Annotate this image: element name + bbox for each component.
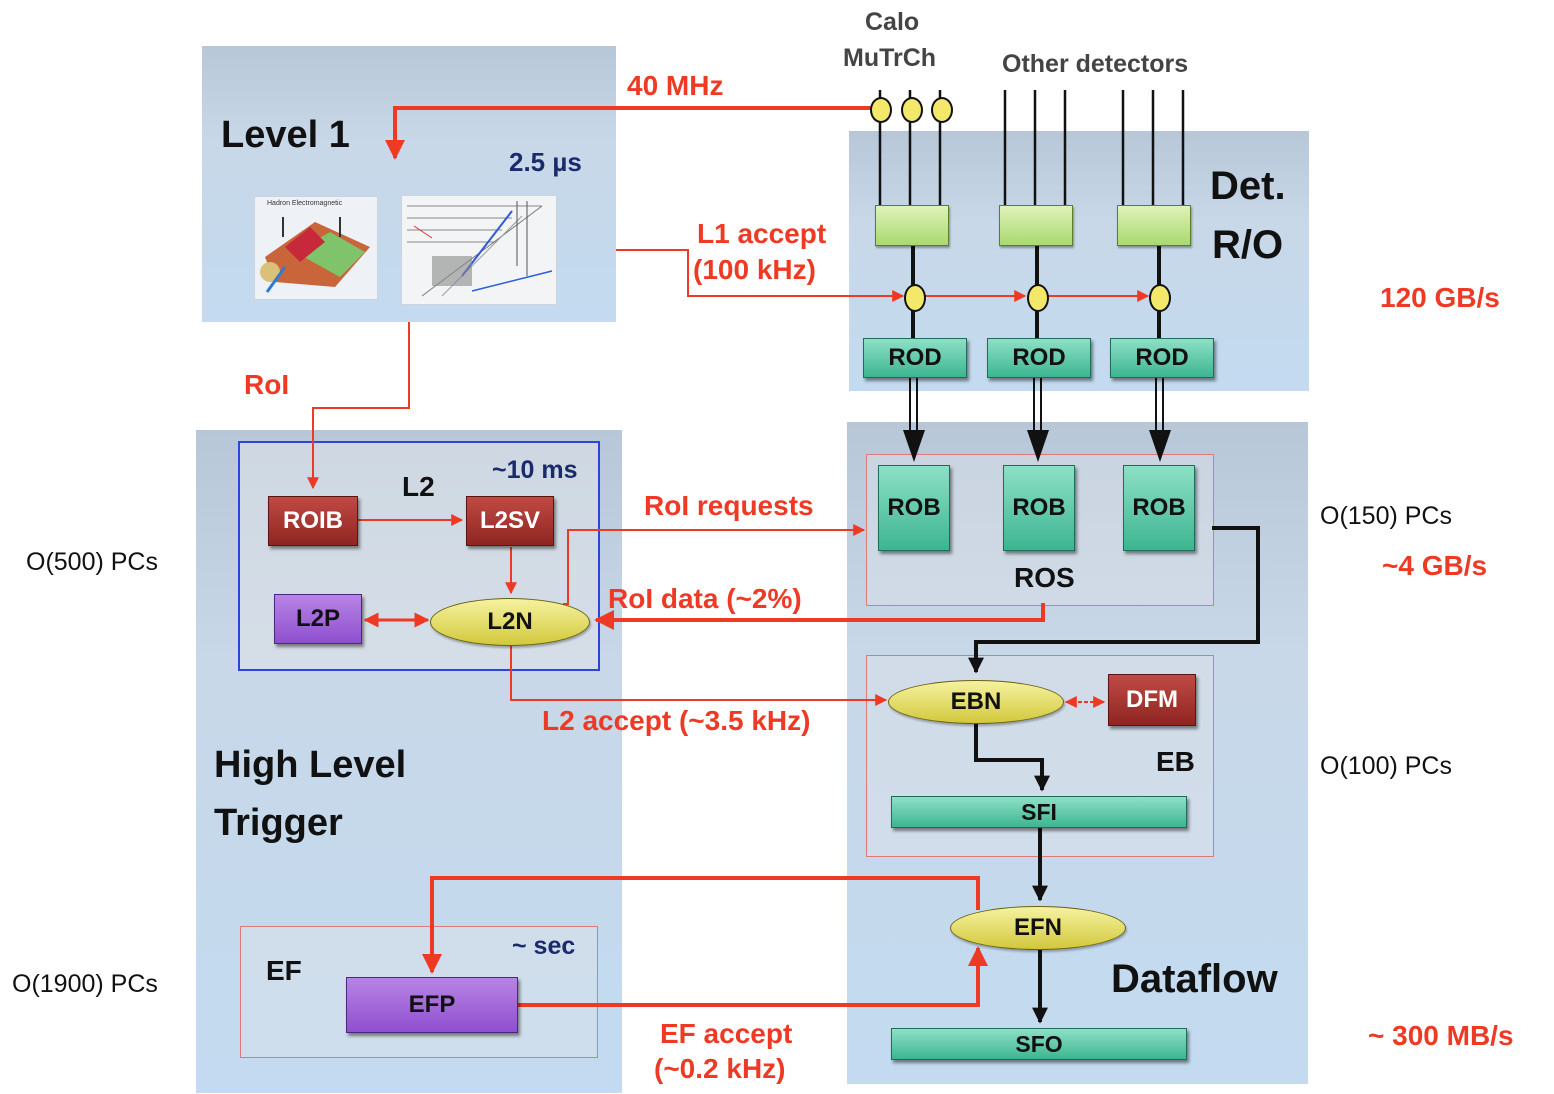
calo-tap-circle-2 (901, 97, 923, 123)
roi-label: RoI (244, 369, 290, 400)
readout-buffer-1 (875, 205, 949, 246)
calorimeter-graphic (260, 217, 370, 293)
ef-title: EF (266, 955, 302, 986)
l1-accept-label-2: (100 kHz) (693, 254, 816, 285)
l1-tap-circle-1 (904, 284, 926, 312)
level1-latency: 2.5 µs (509, 147, 582, 177)
rob-to-ebn-arrow (968, 526, 1260, 674)
pcs-100-label: O(100) PCs (1320, 752, 1452, 780)
hlt-title-line2: Trigger (214, 802, 343, 844)
calorimeter-thumbnail: Hadron Electromagnetic (254, 196, 378, 300)
pcs-500-label: O(500) PCs (26, 548, 158, 576)
calo-tap-circle-3 (931, 97, 953, 123)
rob-1: ROB (878, 465, 950, 551)
efp-node: EFP (346, 977, 518, 1033)
rod-to-rob-arrowheads (903, 430, 1171, 462)
rod-3: ROD (1110, 338, 1214, 378)
sfi-node: SFI (891, 796, 1187, 828)
thumbnail-caption: Hadron Electromagnetic (267, 200, 343, 207)
bandwidth-120-label: 120 GB/s (1380, 282, 1500, 313)
l2-accept-arrow (510, 646, 888, 706)
efn-node: EFN (950, 906, 1126, 950)
l1-tap-circle-2 (1027, 284, 1049, 312)
dfm-node: DFM (1108, 674, 1196, 726)
calo-tap-circle-1 (870, 97, 892, 123)
dataflow-title: Dataflow (1111, 957, 1278, 1001)
ef-accept-label-1: EF accept (660, 1018, 793, 1049)
efn-to-efp-arrow (422, 876, 980, 974)
l2-accept-label: L2 accept (~3.5 kHz) (542, 705, 811, 736)
pcs-1900-label: O(1900) PCs (12, 970, 158, 998)
mutrch-label: MuTrCh (843, 44, 937, 72)
trigger-timing-thumbnail (401, 195, 557, 305)
rod-2: ROD (987, 338, 1091, 378)
l2n-node: L2N (430, 598, 590, 646)
pcs-150-label: O(150) PCs (1320, 502, 1452, 530)
ef-accept-arrow (518, 946, 988, 1007)
ef-accept-label-2: (~0.2 kHz) (654, 1053, 786, 1084)
det-ro-title-line1: Det. (1210, 164, 1286, 208)
l1-tap-circle-3 (1149, 284, 1171, 312)
roi-requests-label: RoI requests (644, 490, 814, 521)
ros-label: ROS (1014, 562, 1075, 593)
rate-40mhz-label: 40 MHz (627, 70, 724, 101)
bandwidth-300-label: ~ 300 MB/s (1368, 1020, 1514, 1051)
rod-1: ROD (863, 338, 967, 378)
roi-data-label: RoI data (~2%) (608, 583, 802, 614)
bandwidth-4-label: ~4 GB/s (1382, 550, 1488, 581)
rob-2: ROB (1003, 465, 1075, 551)
l1-accept-arrow (616, 249, 905, 302)
l2p-node: L2P (274, 594, 362, 644)
roi-data-arrow (594, 603, 1045, 630)
l2-title: L2 (402, 471, 435, 502)
other-detectors-label: Other detectors (1002, 50, 1189, 78)
ebn-to-sfi-arrow (974, 720, 1050, 792)
l1-accept-label-1: L1 accept (697, 218, 827, 249)
ef-latency: ~ sec (512, 932, 576, 960)
trigger-timing-graphic (407, 201, 553, 297)
hlt-title-line1: High Level (214, 744, 407, 786)
rod-to-rob-lines (909, 378, 1164, 430)
roib-node: ROIB (268, 496, 358, 546)
ebn-node: EBN (888, 680, 1064, 724)
readout-buffer-2 (999, 205, 1073, 246)
detector-lines (878, 90, 1185, 205)
l2sv-node: L2SV (466, 496, 554, 546)
det-ro-title-line2: R/O (1212, 223, 1284, 267)
sfo-node: SFO (891, 1028, 1187, 1060)
roi-arrow (307, 322, 410, 490)
l2-latency: ~10 ms (492, 456, 578, 484)
calo-label: Calo (865, 8, 920, 36)
eb-label: EB (1156, 746, 1195, 777)
rob-3: ROB (1123, 465, 1195, 551)
level1-title: Level 1 (221, 114, 350, 156)
readout-buffer-3 (1117, 205, 1191, 246)
rate-40mhz-arrow (385, 106, 880, 160)
